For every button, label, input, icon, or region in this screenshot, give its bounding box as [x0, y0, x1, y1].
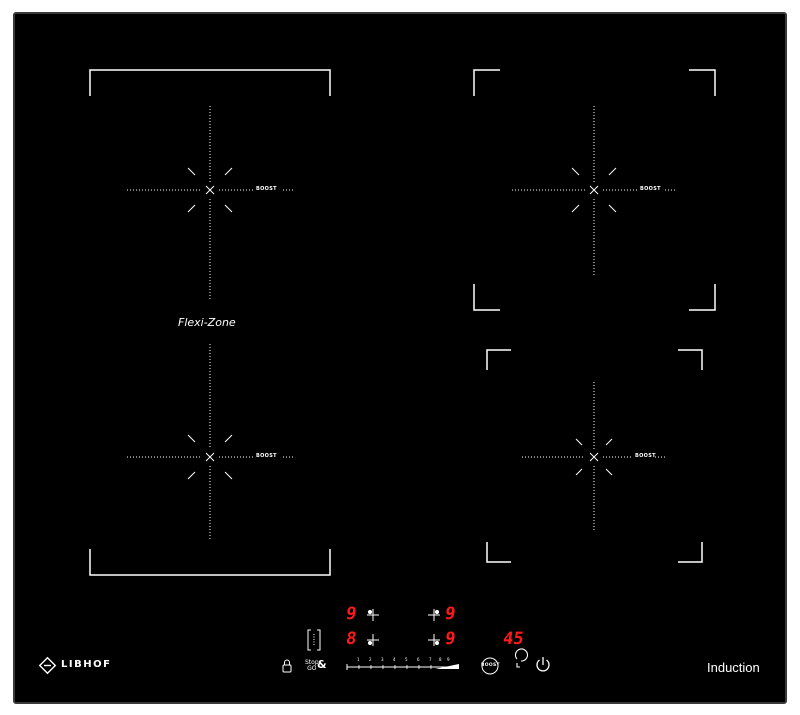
zone-indicator-icons	[367, 609, 440, 646]
slider-tick-labels: 1 2 3 4 5 6 7 8 9	[354, 657, 454, 663]
flexi-bridge-icon[interactable]	[307, 629, 321, 651]
front-right-boost-label: BOOST	[635, 453, 656, 459]
boost-button-ring[interactable]	[481, 657, 499, 675]
slider-tick-7: 7	[429, 657, 432, 662]
front-left-indicator-icon	[367, 634, 379, 646]
brand-name: LIBHOF	[61, 659, 112, 670]
rear-right-zone-outline	[473, 69, 716, 311]
flexi-zone-bottom-bracket	[89, 549, 331, 576]
front-right-zone-outline	[486, 349, 703, 563]
front-left-zone-crosshair	[127, 344, 295, 539]
front-right-zone-crosshair	[522, 382, 667, 532]
slider-tick-1: 1	[357, 657, 360, 662]
stop-and-go-button[interactable]: Stop GO	[305, 660, 319, 672]
slider-tick-8: 8	[439, 657, 442, 662]
stop-go-ampersand: &	[317, 658, 327, 671]
rear-right-boost-label: BOOST	[640, 186, 661, 192]
power-slider[interactable]	[346, 664, 459, 670]
slider-tick-3: 3	[381, 657, 384, 662]
rear-right-indicator-icon	[428, 609, 440, 621]
stop-go-line1: Stop	[305, 659, 319, 666]
boost-button-label: BOOST	[481, 663, 500, 668]
hob-markings	[38, 69, 716, 675]
rear-right-zone-crosshair	[512, 106, 677, 276]
power-icon[interactable]	[536, 657, 550, 672]
front-left-boost-label: BOOST	[256, 453, 277, 459]
slider-tick-6: 6	[417, 657, 420, 662]
flexi-zone-top-bracket	[89, 69, 331, 96]
libhof-logo-icon	[38, 656, 57, 675]
induction-label: Induction	[707, 660, 760, 675]
induction-hob: BOOST BOOST BOOST BOOST Flexi-Zone 9 9 8…	[13, 12, 787, 704]
rear-left-zone-crosshair	[127, 106, 295, 299]
flexi-zone-label: Flexi-Zone	[178, 316, 236, 329]
slider-tick-5: 5	[405, 657, 408, 662]
rear-left-indicator-icon	[367, 609, 379, 621]
timer-icon[interactable]	[514, 648, 529, 668]
lock-icon[interactable]	[282, 659, 292, 673]
slider-tick-2: 2	[369, 657, 372, 662]
stop-go-line2: GO	[307, 665, 317, 672]
rear-left-boost-label: BOOST	[256, 186, 277, 192]
slider-tick-9: 9	[447, 657, 450, 662]
front-right-indicator-icon	[428, 634, 440, 646]
slider-tick-4: 4	[393, 657, 396, 662]
timer-display: 45	[501, 629, 525, 649]
